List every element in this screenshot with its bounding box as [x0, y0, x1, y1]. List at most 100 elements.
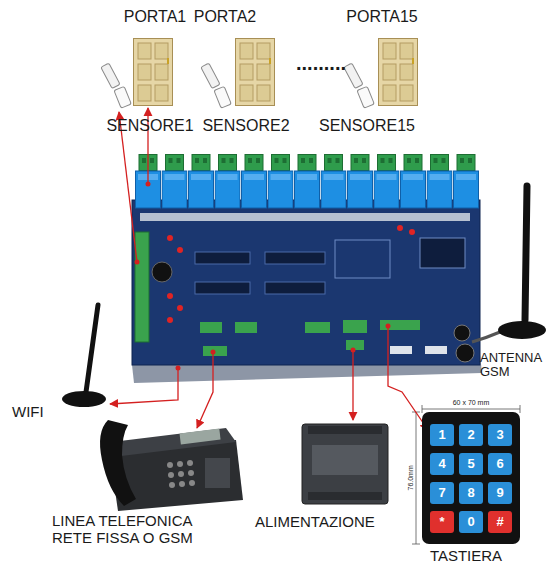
phone-key	[179, 481, 185, 487]
node-label: TASTIERA	[416, 548, 516, 565]
key-label: 9	[488, 486, 512, 500]
relay	[401, 155, 426, 209]
psu-terminals	[308, 492, 382, 500]
leader-dot	[351, 348, 356, 353]
connector	[425, 346, 447, 354]
node-label: PORTA1	[120, 8, 190, 26]
leader-dot	[146, 182, 151, 187]
keypad-key: 8	[459, 482, 483, 504]
buzzer	[152, 262, 172, 282]
ellipsis: .........	[296, 52, 356, 74]
phone-key	[187, 460, 193, 466]
psu-body	[302, 424, 388, 504]
key-label: 3	[488, 428, 512, 442]
terminal-block	[235, 322, 257, 333]
relay	[268, 155, 293, 209]
power-supply-drawing	[302, 424, 388, 504]
keypad-key: 2	[459, 424, 483, 446]
key-label: 0	[459, 515, 483, 529]
door-drawing	[134, 39, 173, 106]
led	[167, 317, 173, 323]
keypad-key: 7	[430, 482, 454, 504]
key-label: 4	[430, 457, 454, 471]
door: PORTA1	[118, 8, 190, 108]
psu-terminals	[308, 426, 382, 434]
door-drawing	[236, 39, 275, 106]
node-label: ALIMENTAZIONE	[255, 514, 395, 531]
leader-dot	[211, 350, 216, 355]
sensor-drawing	[201, 63, 231, 108]
key-label: 5	[459, 457, 483, 471]
keypad-key: 3	[488, 424, 512, 446]
key-label: 8	[459, 486, 483, 500]
phone-key	[168, 472, 174, 478]
chip	[195, 282, 250, 294]
dimension-line	[416, 412, 417, 544]
sensor-drawing	[344, 63, 374, 108]
leader-dot	[176, 366, 181, 371]
phone-handset	[100, 420, 136, 506]
chip	[265, 252, 325, 264]
relay	[215, 155, 240, 209]
power-supply: ALIMENTAZIONE	[255, 418, 395, 532]
dimension-line	[422, 409, 520, 410]
wifi-antenna: WIFI	[10, 300, 122, 424]
sensor-drawing	[101, 63, 131, 108]
node-label: SENSORE2	[200, 117, 292, 135]
terminal-block	[203, 346, 227, 356]
phone-keys-panel	[205, 458, 230, 488]
leader-line	[197, 352, 213, 428]
chip	[265, 282, 325, 294]
phone-key	[177, 461, 183, 467]
dimension-tick	[520, 405, 521, 413]
psu-label	[312, 445, 378, 475]
key-label: *	[430, 515, 454, 529]
phone-display	[180, 429, 221, 445]
leader-dot	[135, 260, 140, 265]
wifi-antenna-drawing	[62, 305, 106, 407]
node-label: PORTA15	[346, 8, 418, 26]
relay	[189, 155, 214, 209]
relay	[295, 155, 320, 209]
key-label: 1	[430, 428, 454, 442]
antenna-rod	[86, 305, 98, 392]
node-label: WIFI	[12, 404, 57, 421]
phone-key	[169, 482, 175, 488]
keypad-key: #	[488, 511, 512, 533]
leader-lines	[110, 108, 428, 430]
door-drawing	[379, 39, 418, 106]
buzzer	[456, 344, 474, 362]
node-label: LINEA TELEFONICA RETE FISSA O GSM	[52, 513, 220, 546]
gsm-antenna: ANTENNA GSM	[478, 180, 558, 386]
buzzer	[454, 325, 470, 341]
keypad-key: *	[430, 511, 454, 533]
node-label: PORTA2	[190, 8, 260, 26]
led	[167, 235, 173, 241]
phone-key	[188, 470, 194, 476]
keypad-key: 5	[459, 453, 483, 475]
antenna-cable	[472, 332, 500, 342]
phone-top	[113, 428, 236, 457]
dimension-tick	[422, 405, 423, 413]
led	[177, 305, 183, 311]
dimension-tick	[412, 544, 420, 545]
keypad-key: 4	[430, 453, 454, 475]
relay	[454, 155, 479, 209]
control-board	[132, 155, 482, 384]
antenna-base	[498, 321, 546, 339]
leader-dot	[386, 324, 391, 329]
led	[397, 225, 403, 231]
dimension-lines	[412, 405, 520, 544]
terminal-strip	[135, 232, 149, 342]
key-label: 6	[488, 457, 512, 471]
relay	[427, 155, 452, 209]
dimension-label: 60 x 70 mm	[440, 399, 502, 407]
key-label: #	[488, 515, 512, 529]
key-label: 2	[459, 428, 483, 442]
led	[177, 247, 183, 253]
keypad-key: 0	[459, 511, 483, 533]
node-label: SENSORE1	[104, 117, 196, 135]
terminal-block	[343, 320, 367, 333]
leader-line	[352, 350, 353, 420]
relay	[374, 155, 399, 209]
